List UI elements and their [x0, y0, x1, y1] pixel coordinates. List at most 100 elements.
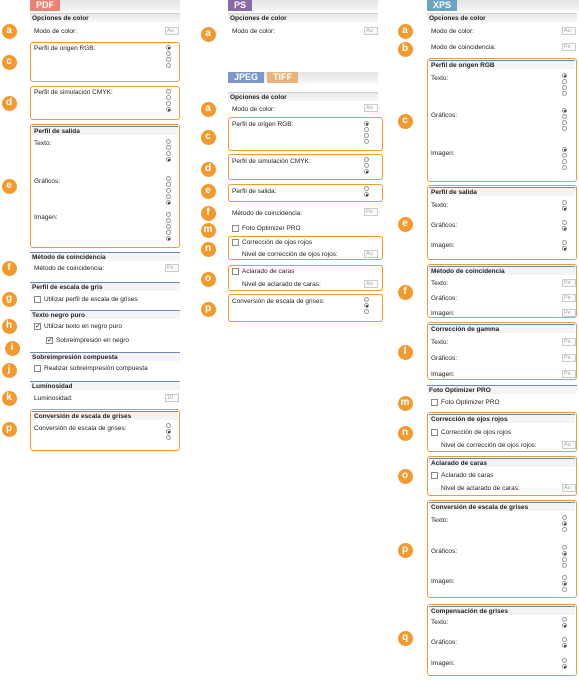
radio-button[interactable] — [562, 114, 567, 119]
select-box[interactable]: Pe — [165, 264, 179, 272]
radio-button[interactable] — [166, 194, 171, 199]
checkbox-checked[interactable]: ✓ — [46, 337, 53, 344]
select-box[interactable]: Pe — [562, 370, 576, 378]
radio-button[interactable] — [166, 230, 171, 235]
radio-button[interactable] — [562, 73, 567, 78]
select-box[interactable]: Au — [165, 27, 179, 35]
radio-button[interactable] — [562, 658, 567, 663]
checkbox[interactable] — [34, 296, 41, 303]
select-box[interactable]: Pe — [364, 208, 378, 216]
checkbox-checked[interactable]: ✓ — [34, 323, 41, 330]
checkbox[interactable] — [232, 239, 239, 246]
radio-button[interactable] — [364, 163, 369, 168]
radio-button[interactable] — [562, 200, 567, 205]
radio-button[interactable] — [562, 220, 567, 225]
checkbox[interactable] — [431, 472, 438, 479]
radio-button[interactable] — [166, 151, 171, 156]
radio-button[interactable] — [166, 200, 171, 205]
radio-button[interactable] — [562, 623, 567, 628]
radio-button[interactable] — [364, 139, 369, 144]
radio-button[interactable] — [166, 45, 171, 50]
radio-button[interactable] — [562, 126, 567, 131]
radio-button[interactable] — [364, 297, 369, 302]
radio-button[interactable] — [562, 165, 567, 170]
checkbox[interactable] — [431, 429, 438, 436]
radio-button[interactable] — [562, 79, 567, 84]
radio-button[interactable] — [166, 176, 171, 181]
radio-button[interactable] — [562, 664, 567, 669]
tab-tiff[interactable]: TIFF — [267, 72, 298, 83]
radio-button[interactable] — [562, 581, 567, 586]
checkbox[interactable] — [431, 399, 438, 406]
select-box[interactable]: Au — [364, 280, 378, 288]
radio-button[interactable] — [562, 240, 567, 245]
radio-button[interactable] — [166, 224, 171, 229]
radio-button[interactable] — [166, 218, 171, 223]
radio-button[interactable] — [562, 587, 567, 592]
radio-button[interactable] — [166, 236, 171, 241]
radio-button[interactable] — [166, 145, 171, 150]
select-box[interactable]: Au — [364, 250, 378, 258]
radio-button[interactable] — [562, 120, 567, 125]
radio-button[interactable] — [562, 563, 567, 568]
radio-button[interactable] — [166, 423, 171, 428]
checkbox[interactable] — [232, 225, 239, 232]
select-box[interactable]: Pe — [562, 43, 576, 51]
radio-button[interactable] — [166, 51, 171, 56]
radio-button[interactable] — [166, 435, 171, 440]
select-box[interactable]: 10 — [165, 394, 179, 402]
checkbox[interactable] — [232, 268, 239, 275]
select-box[interactable]: Pe — [562, 309, 576, 317]
radio-button[interactable] — [364, 157, 369, 162]
radio-button[interactable] — [562, 637, 567, 642]
radio-button[interactable] — [562, 153, 567, 158]
radio-button[interactable] — [364, 192, 369, 197]
select-box[interactable]: Pe — [562, 294, 576, 302]
radio-button[interactable] — [166, 139, 171, 144]
radio-button[interactable] — [166, 95, 171, 100]
radio-button[interactable] — [562, 575, 567, 580]
radio-button[interactable] — [166, 182, 171, 187]
radio-button[interactable] — [562, 515, 567, 520]
radio-button[interactable] — [562, 246, 567, 251]
radio-button[interactable] — [562, 617, 567, 622]
radio-button[interactable] — [364, 127, 369, 132]
radio-button[interactable] — [562, 108, 567, 113]
radio-button[interactable] — [562, 206, 567, 211]
radio-button[interactable] — [562, 159, 567, 164]
checkbox[interactable] — [34, 365, 41, 372]
radio-button[interactable] — [562, 527, 567, 532]
tab-xps[interactable]: XPS — [427, 0, 458, 11]
radio-button[interactable] — [562, 147, 567, 152]
select-box[interactable]: Au — [364, 104, 378, 112]
radio-button[interactable] — [364, 303, 369, 308]
radio-button[interactable] — [562, 643, 567, 648]
select-box[interactable]: Au — [562, 484, 576, 492]
radio-button[interactable] — [166, 89, 171, 94]
select-box[interactable]: Au — [562, 27, 576, 35]
radio-button[interactable] — [166, 212, 171, 217]
radio-button[interactable] — [562, 551, 567, 556]
select-box[interactable]: Pe — [562, 338, 576, 346]
radio-button[interactable] — [562, 521, 567, 526]
select-box[interactable]: Au — [364, 27, 378, 35]
radio-button[interactable] — [166, 188, 171, 193]
radio-button[interactable] — [166, 57, 171, 62]
radio-button[interactable] — [364, 121, 369, 126]
radio-button[interactable] — [562, 85, 567, 90]
select-box[interactable]: Au — [562, 441, 576, 449]
tab-pdf[interactable]: PDF — [30, 0, 60, 11]
radio-button[interactable] — [364, 186, 369, 191]
radio-button[interactable] — [562, 557, 567, 562]
radio-button[interactable] — [166, 157, 171, 162]
radio-button[interactable] — [166, 429, 171, 434]
select-box[interactable]: Pe — [562, 354, 576, 362]
radio-button[interactable] — [562, 545, 567, 550]
radio-button[interactable] — [562, 226, 567, 231]
select-box[interactable]: Pe — [562, 279, 576, 287]
radio-button[interactable] — [166, 107, 171, 112]
radio-button[interactable] — [364, 133, 369, 138]
radio-button[interactable] — [166, 63, 171, 68]
tab-ps[interactable]: PS — [228, 0, 253, 11]
radio-button[interactable] — [364, 169, 369, 174]
